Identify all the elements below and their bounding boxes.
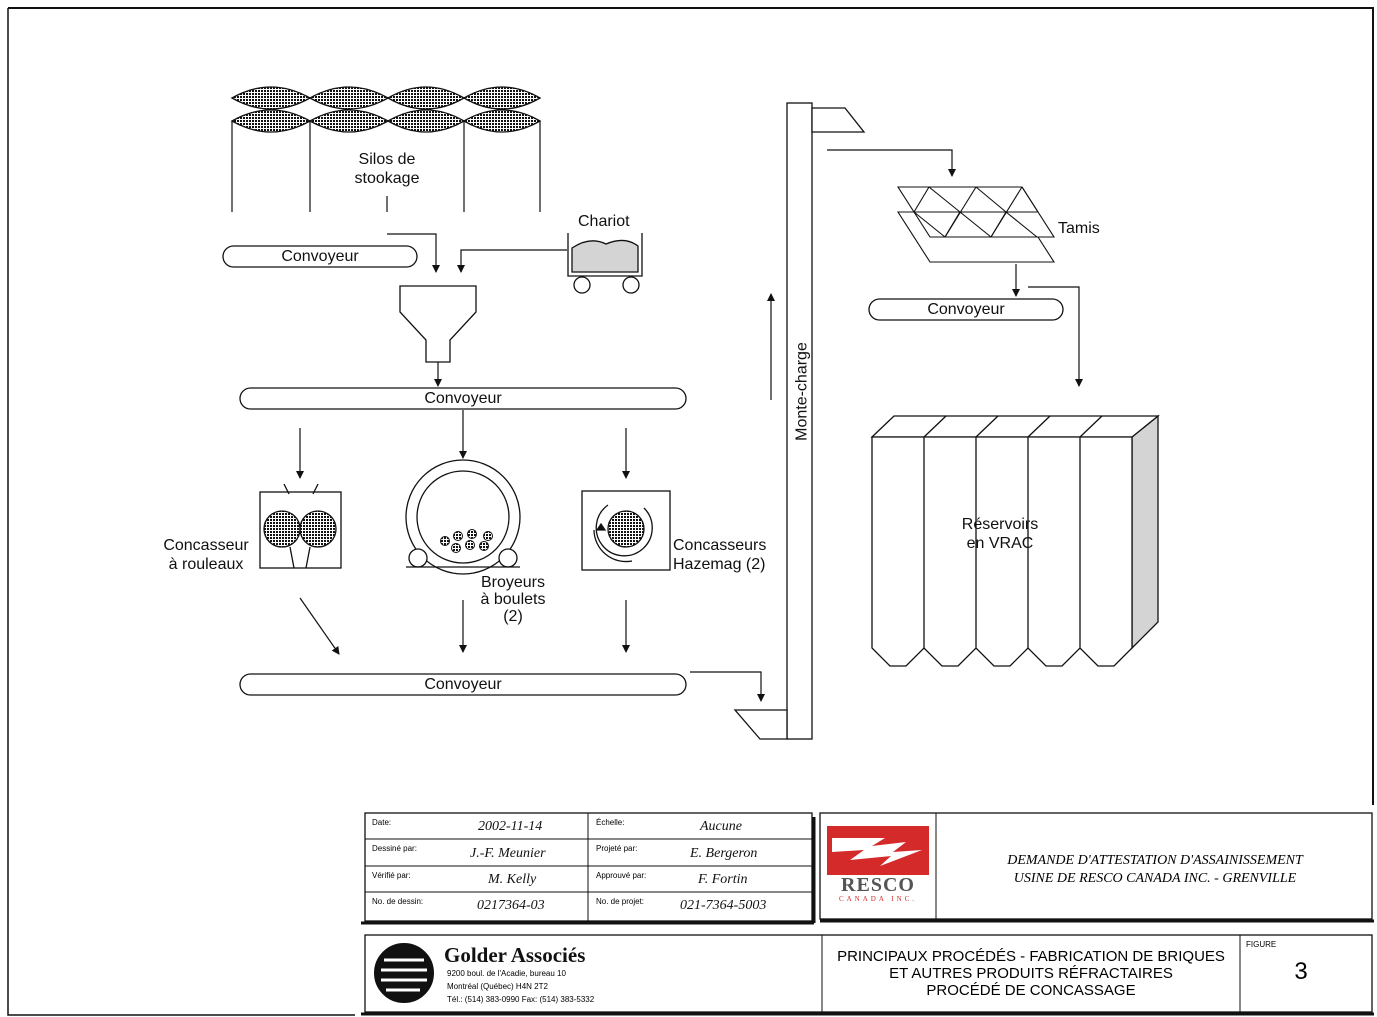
conveyor-bottom bbox=[239, 673, 687, 696]
project-no-label: No. de projet: bbox=[596, 897, 645, 906]
firm-address-line-1: 9200 boul. de l'Acadie, bureau 10 bbox=[447, 969, 566, 978]
resco-logo-subtext: CANADA INC. bbox=[838, 895, 918, 903]
hazemag-label: Concasseurs Hazemag (2) bbox=[673, 536, 766, 574]
roll-crusher-label: Concasseur à rouleaux bbox=[156, 536, 256, 574]
drawn-by-label: Dessiné par: bbox=[372, 844, 417, 853]
checked-by-value: M. Kelly bbox=[488, 872, 537, 887]
checked-by-label: Vérifié par: bbox=[372, 871, 411, 880]
conveyor-label-2: Convoyeur bbox=[424, 390, 502, 407]
firm-address-line-3: Tél.: (514) 383-0990 Fax: (514) 383-5332 bbox=[447, 995, 595, 1004]
approved-by-value: F. Fortin bbox=[698, 872, 748, 887]
resco-logo bbox=[827, 826, 929, 875]
drawing-no-value: 0217364-03 bbox=[477, 898, 545, 913]
roll-crusher bbox=[259, 483, 342, 569]
elevator-label: Monte-charge bbox=[793, 342, 811, 441]
scale-label: Échelle: bbox=[596, 818, 625, 827]
ball-mill-label: Broyeurs à boulets (2) bbox=[468, 574, 558, 625]
designed-by-value: E. Bergeron bbox=[690, 846, 758, 861]
conveyor-top-left bbox=[222, 245, 418, 268]
conveyor-label-1: Convoyeur bbox=[281, 248, 359, 265]
hopper bbox=[399, 285, 477, 363]
firm-address-line-2: Montréal (Québec) H4N 2T2 bbox=[447, 982, 548, 991]
roll-crusher-label-line-1: Concasseur bbox=[163, 537, 249, 554]
conveyor-label-4: Convoyeur bbox=[927, 301, 1005, 318]
scale-value: Aucune bbox=[700, 819, 742, 834]
golder-logo bbox=[374, 943, 434, 1003]
ball-mill-label-line-1: Broyeurs bbox=[480, 574, 546, 591]
bins-label-line-1: Réservoirs bbox=[961, 516, 1039, 533]
firm-name: Golder Associés bbox=[444, 943, 586, 967]
drawn-by-value: J.-F. Meunier bbox=[470, 846, 546, 861]
hazemag-crusher bbox=[581, 490, 671, 571]
hazemag-label-line-1: Concasseurs bbox=[673, 537, 767, 554]
screen-tamis bbox=[896, 186, 1056, 263]
drawing-no-label: No. de dessin: bbox=[372, 897, 424, 906]
silos-label-line-1: Silos de bbox=[358, 151, 416, 168]
figure-number: 3 bbox=[1294, 958, 1308, 985]
bins-label-line-2: en VRAC bbox=[966, 535, 1034, 552]
bulk-bins bbox=[870, 414, 1160, 667]
silos-label: Silos de stookage bbox=[342, 150, 432, 188]
project-title-line-1: DEMANDE D'ATTESTATION D'ASSAINISSEMENT bbox=[1007, 853, 1303, 868]
conveyor-label-3: Convoyeur bbox=[424, 676, 502, 693]
chariot-cart bbox=[567, 233, 643, 294]
conveyor-right bbox=[868, 298, 1064, 321]
chariot-label: Chariot bbox=[578, 213, 630, 230]
figure-label: FIGURE bbox=[1246, 940, 1277, 949]
hazemag-label-line-2: Hazemag (2) bbox=[673, 556, 766, 573]
silos-label-line-2: stookage bbox=[354, 170, 420, 187]
bins-label: Réservoirs en VRAC bbox=[950, 515, 1050, 553]
conveyor-middle bbox=[239, 387, 687, 410]
resco-logo-text: RESCO bbox=[841, 874, 915, 896]
ball-mill-label-line-3: (2) bbox=[503, 608, 523, 625]
storage-silos bbox=[230, 86, 542, 133]
project-title: DEMANDE D'ATTESTATION D'ASSAINISSEMENT U… bbox=[940, 852, 1370, 888]
page-border bbox=[8, 7, 1374, 805]
date-label: Date: bbox=[372, 818, 392, 827]
designed-by-label: Projeté par: bbox=[596, 844, 638, 853]
date-value: 2002-11-14 bbox=[478, 819, 543, 834]
roll-crusher-label-line-2: à rouleaux bbox=[168, 556, 244, 573]
drawing-title-line-2: ET AUTRES PRODUITS RÉFRACTAIRES bbox=[889, 965, 1173, 982]
drawing-title-line-1: PRINCIPAUX PROCÉDÉS - FABRICATION DE BRI… bbox=[837, 948, 1225, 965]
drawing-title: PRINCIPAUX PROCÉDÉS - FABRICATION DE BRI… bbox=[822, 948, 1240, 999]
screen-label: Tamis bbox=[1058, 220, 1100, 237]
bucket-elevator bbox=[733, 102, 866, 740]
ball-mill-label-line-2: à boulets bbox=[480, 591, 546, 608]
drawing-title-line-3: PROCÉDÉ DE CONCASSAGE bbox=[926, 982, 1136, 999]
approved-by-label: Approuvé par: bbox=[596, 871, 647, 880]
ball-mill bbox=[405, 459, 521, 575]
project-no-value: 021-7364-5003 bbox=[680, 898, 767, 913]
project-title-line-2: USINE DE RESCO CANADA INC. - GRENVILLE bbox=[1013, 871, 1297, 886]
